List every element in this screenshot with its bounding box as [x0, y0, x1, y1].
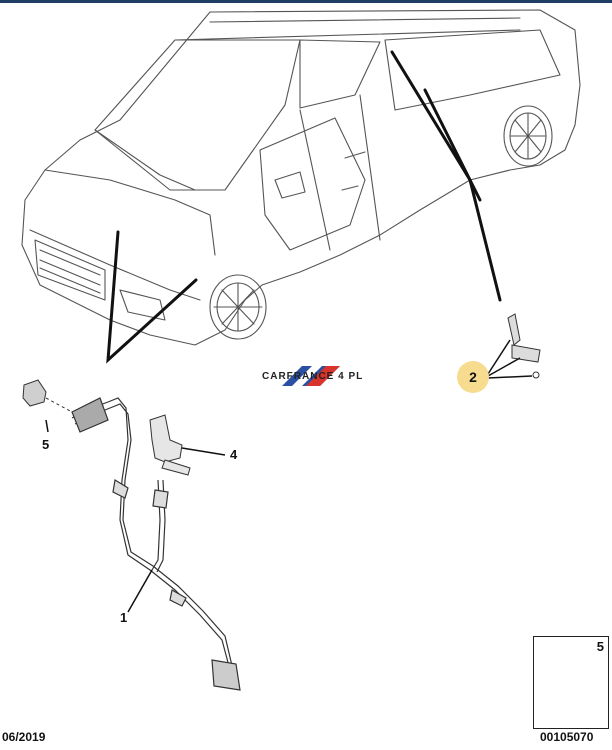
inset-callout-number: 5 — [596, 639, 604, 654]
van-illustration — [21, 9, 581, 346]
watermark-flag-icon — [282, 366, 340, 386]
carfrance-watermark: CARFRANCE 4 PL — [262, 364, 362, 392]
callout-part-1: 1 — [120, 610, 128, 625]
part-1-leader — [127, 569, 153, 613]
part-5-connector — [22, 379, 47, 407]
inset-box-part-5: 5 — [533, 636, 609, 729]
watermark-text: CARFRANCE 4 PL — [262, 371, 364, 382]
footer-date: 06/2019 — [2, 730, 46, 744]
part-4-bracket — [149, 414, 191, 476]
header-bar — [0, 0, 612, 3]
part-1-harness — [71, 397, 241, 691]
pointer-lines — [106, 50, 502, 364]
callout-part-5: 5 — [42, 437, 50, 452]
part-5-leader — [45, 419, 49, 433]
part-5-dashed-link — [45, 397, 73, 413]
part-4-leader — [181, 447, 226, 456]
part-2-leaders — [487, 339, 533, 379]
part-2-sensor — [507, 313, 541, 379]
callout-part-2: 2 — [457, 361, 489, 393]
callout-part-4: 4 — [230, 447, 238, 462]
footer-reference: 00105070 — [540, 730, 594, 744]
